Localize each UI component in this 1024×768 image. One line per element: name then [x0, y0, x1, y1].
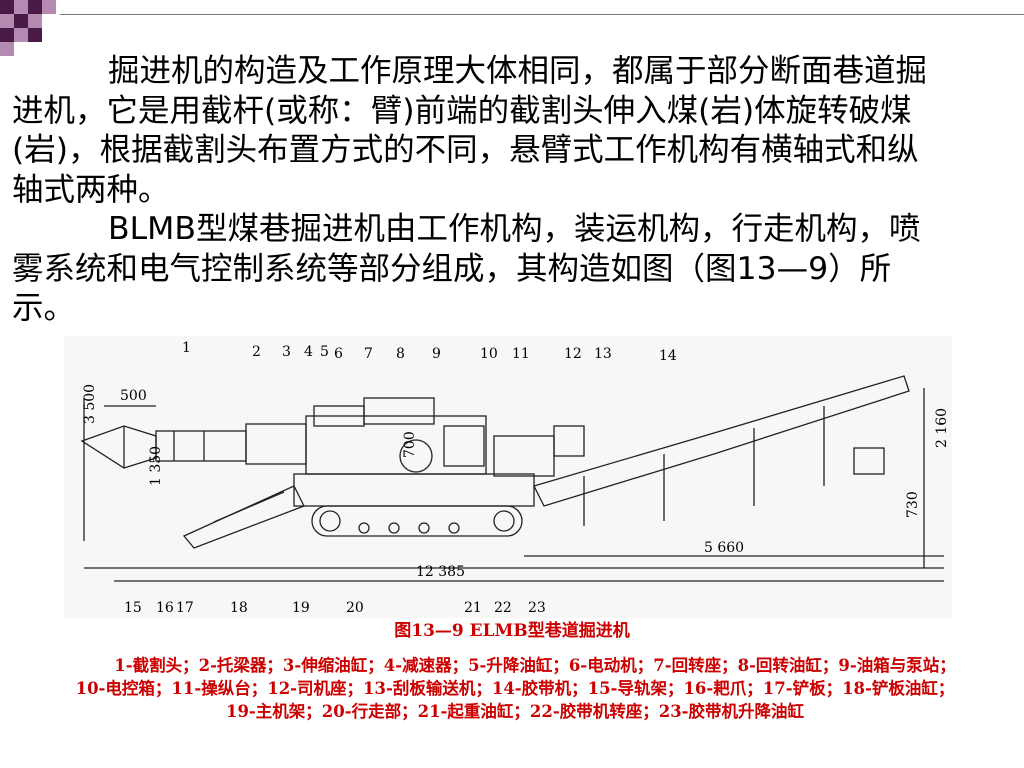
corner-square — [28, 0, 42, 14]
callout-number: 22 — [494, 600, 512, 616]
dimension-label: 5 660 — [704, 540, 744, 556]
cutter-head — [80, 425, 157, 469]
callout-number: 17 — [176, 600, 194, 616]
body-text: 掘进机的构造及工作原理大体相同，都属于部分断面巷道掘进机，它是用截杆(或称：臂)… — [12, 52, 932, 329]
callout-number: 4 — [304, 344, 313, 360]
figure-caption-title: 图13—9 ELMB型巷道掘进机 — [394, 621, 630, 641]
callout-number: 15 — [124, 600, 142, 616]
callout-number: 2 — [252, 344, 261, 360]
corner-square — [0, 28, 14, 42]
corner-square — [42, 0, 56, 14]
corner-square — [0, 0, 14, 14]
corner-square — [0, 14, 14, 28]
corner-square — [14, 28, 28, 42]
main-body — [305, 415, 487, 475]
crawler-track — [311, 505, 523, 537]
dimension-label: 1 350 — [148, 446, 164, 486]
boom — [155, 430, 247, 462]
callout-number: 14 — [659, 348, 677, 364]
corner-square — [28, 14, 42, 28]
paragraph-1: 掘进机的构造及工作原理大体相同，都属于部分断面巷道掘进机，它是用截杆(或称：臂)… — [12, 53, 928, 208]
callout-number: 18 — [230, 600, 248, 616]
callout-number: 19 — [292, 600, 310, 616]
callout-number: 20 — [346, 600, 364, 616]
dimension-label: 2 160 — [934, 408, 950, 448]
callout-number: 21 — [464, 600, 482, 616]
corner-square — [0, 42, 14, 56]
belt-conveyor — [533, 375, 910, 507]
figure-caption-body: 1-截割头；2-托梁器；3-伸缩油缸；4-减速器；5-升降油缸；6-电动机；7-… — [74, 654, 956, 723]
caption-legend: 1-截割头；2-托梁器；3-伸缩油缸；4-减速器；5-升降油缸；6-电动机；7-… — [75, 656, 956, 721]
callout-number: 1 — [182, 340, 191, 356]
loading-apron — [182, 485, 305, 549]
machine-drawing: 1 2 3 4 5 6 7 8 9 10 11 12 13 14 15 16 1… — [80, 340, 950, 616]
corner-square — [28, 28, 42, 42]
dimension-label: 700 — [402, 431, 418, 458]
dimension-label: 730 — [905, 491, 921, 518]
corner-square — [14, 0, 28, 14]
callout-number: 6 — [334, 346, 343, 362]
corner-square — [14, 14, 28, 28]
callout-number: 11 — [512, 346, 530, 362]
callout-number: 5 — [320, 344, 329, 360]
dimension-label: 500 — [120, 388, 147, 404]
callout-number: 10 — [480, 346, 498, 362]
callout-number: 9 — [432, 346, 441, 362]
callout-number: 16 — [156, 600, 174, 616]
callout-number: 7 — [364, 346, 373, 362]
callout-number: 8 — [396, 346, 405, 362]
machine-figure: 1 2 3 4 5 6 7 8 9 10 11 12 13 14 15 16 1… — [64, 336, 952, 618]
dimension-label: 3 500 — [82, 384, 98, 424]
title-rule — [60, 14, 1024, 15]
callout-number: 12 — [564, 346, 582, 362]
dimension-label: 12 385 — [416, 564, 465, 580]
callout-number: 13 — [594, 346, 612, 362]
callout-number: 3 — [282, 344, 291, 360]
paragraph-2: BLMB型煤巷掘进机由工作机构，装运机构，行走机构，喷雾系统和电气控制系统等部分… — [12, 211, 921, 326]
callout-number: 23 — [528, 600, 546, 616]
